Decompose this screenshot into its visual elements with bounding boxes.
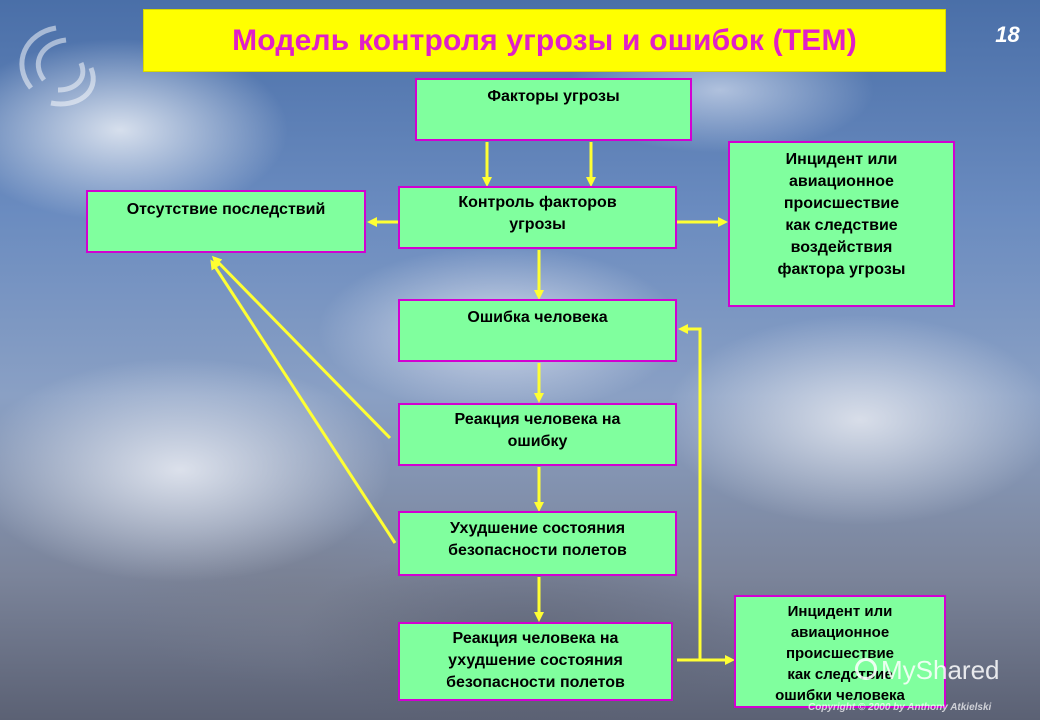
- title-banner: Модель контроля угрозы и ошибок (ТЕМ): [143, 9, 946, 72]
- threat-control-line-2: угрозы: [509, 216, 566, 233]
- box-threat-factors: Факторы угрозы: [415, 78, 692, 141]
- degradation-reaction-line-2: ухудшение состояния: [448, 652, 623, 669]
- box-threat-control: Контроль факторов угрозы: [398, 186, 677, 249]
- incident-error-line-1: Инцидент или: [787, 603, 893, 620]
- arrow-reaction-to-no-consequences: [211, 255, 392, 440]
- no-consequences-label: Отсутствие последствий: [126, 201, 326, 218]
- box-no-consequences: Отсутствие последствий: [86, 190, 366, 253]
- error-reaction-line-1: Реакция человека на: [454, 411, 621, 428]
- box-incident-threat: Инцидент или авиационное происшествие ка…: [728, 141, 955, 307]
- arrow-degradation-to-no-consequences: [210, 259, 397, 544]
- logo: [6, 18, 116, 123]
- incident-threat-line-1: Инцидент или: [785, 151, 898, 168]
- incident-threat-line-4: как следствие: [785, 217, 898, 234]
- safety-degradation-line-1: Ухудшение состояния: [449, 520, 626, 537]
- slide-number: 18: [995, 22, 1020, 47]
- page-title: Модель контроля угрозы и ошибок (ТЕМ): [232, 23, 857, 57]
- logo-swirl-icon: [19, 25, 96, 107]
- degradation-reaction-line-3: безопасности полетов: [446, 674, 625, 691]
- human-error-label: Ошибка человека: [467, 309, 608, 326]
- incident-error-line-5: ошибки человека: [775, 687, 905, 704]
- box-incident-error: Инцидент или авиационное происшествие ка…: [734, 595, 946, 708]
- incident-error-line-2: авиационное: [790, 624, 890, 641]
- watermark-text: MyShared: [881, 655, 1000, 685]
- incident-error-line-3: происшествие: [785, 645, 895, 662]
- safety-degradation-line-2: безопасности полетов: [448, 542, 627, 559]
- box-error-reaction: Реакция человека на ошибку: [398, 403, 677, 466]
- threat-control-line-1: Контроль факторов: [458, 194, 617, 211]
- degradation-reaction-line-1: Реакция человека на: [452, 630, 619, 647]
- incident-threat-line-5: воздействия: [790, 239, 893, 256]
- incident-threat-line-2: авиационное: [789, 173, 894, 190]
- watermark: MyShared: [855, 655, 1000, 686]
- incident-threat-line-3: происшествие: [783, 195, 900, 212]
- error-reaction-line-2: ошибку: [507, 433, 568, 450]
- copyright: Copyright © 2000 by Anthony Atkielski: [808, 702, 992, 713]
- threat-factors-label: Факторы угрозы: [487, 88, 620, 105]
- box-safety-degradation: Ухудшение состояния безопасности полетов: [398, 511, 677, 576]
- box-degradation-reaction: Реакция человека на ухудшение состояния …: [398, 622, 673, 701]
- incident-threat-line-6: фактора угрозы: [777, 261, 906, 278]
- arrow-back-to-error: [678, 324, 702, 660]
- watermark-logo-icon: [855, 658, 877, 680]
- box-human-error: Ошибка человека: [398, 299, 677, 362]
